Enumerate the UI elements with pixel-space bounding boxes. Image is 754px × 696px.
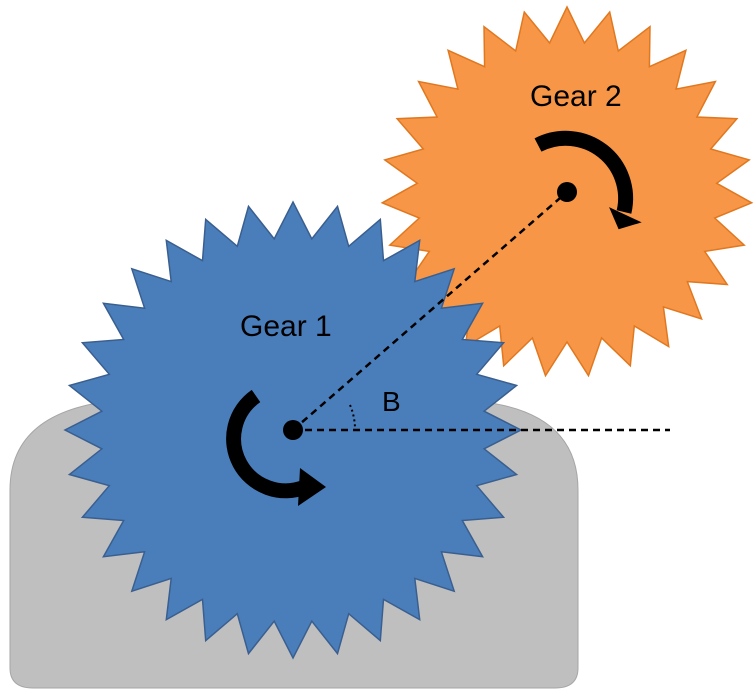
center-connection-line: [292, 191, 568, 431]
gear-1-label: Gear 1: [240, 310, 332, 343]
gear-2-rotation-arrow-icon: [534, 130, 642, 230]
angle-label: B: [382, 386, 401, 417]
angle-arc: [349, 404, 357, 431]
gear-2-label: Gear 2: [530, 80, 622, 113]
gear-1-center-dot: [283, 420, 303, 440]
gear-2-center-dot: [557, 182, 577, 202]
gear-1-rotation-arrow-icon: [226, 389, 326, 506]
